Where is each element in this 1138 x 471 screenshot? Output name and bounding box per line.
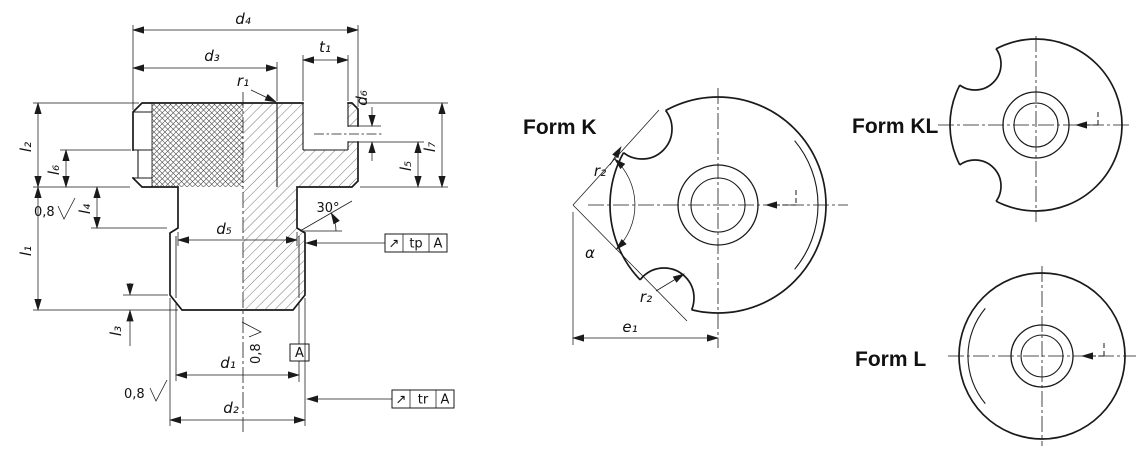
l4-label: l₄ bbox=[76, 204, 94, 214]
e1-label: e₁ bbox=[622, 318, 637, 336]
dimension-l7: l₇ bbox=[360, 102, 448, 188]
d2-label: d₂ bbox=[223, 399, 239, 417]
l7-label: l₇ bbox=[421, 142, 439, 152]
knob-section-view bbox=[131, 92, 382, 432]
dimension-l3: l₃ bbox=[107, 283, 168, 346]
view-direction-arrow-icon bbox=[1076, 112, 1099, 125]
l3-label: l₃ bbox=[107, 326, 125, 336]
tolerance-frame-tp: ↗ tp A bbox=[305, 233, 448, 253]
view-direction-arrow-icon bbox=[766, 190, 797, 205]
r2-label-top: r₂ bbox=[594, 162, 606, 180]
dimension-l2-l1-chain: l₂ l₁ bbox=[17, 102, 178, 311]
r2-label-bottom: r₂ bbox=[640, 288, 652, 306]
form-kl-title: Form KL bbox=[852, 115, 939, 138]
roughness-icon bbox=[57, 197, 76, 220]
form-k-view: Form K α r₂ r₂ e₁ bbox=[523, 88, 848, 348]
form-k-hub-bore bbox=[690, 177, 746, 233]
angle-30-label: 30° bbox=[316, 201, 339, 216]
view-direction-arrow-icon bbox=[1082, 343, 1105, 356]
form-kl-view: Form KL bbox=[852, 36, 1132, 222]
roughness-value: 0,8 bbox=[34, 205, 55, 220]
dimension-d5: d₅ bbox=[177, 220, 298, 246]
runout-symbol-icon: ↗ bbox=[389, 237, 400, 252]
dimension-e1: e₁ bbox=[572, 212, 719, 345]
surface-roughness-1: 0,8 bbox=[34, 197, 76, 220]
form-k-outer-circle bbox=[609, 96, 827, 314]
dimension-d2: d₂ bbox=[169, 298, 306, 426]
form-kl-notch-bottom bbox=[950, 159, 1002, 211]
tr-datum: A bbox=[441, 393, 450, 408]
form-kl-hub-bore bbox=[1013, 102, 1059, 148]
dimension-l6: l₆ bbox=[45, 149, 131, 188]
datum-feature-a: A bbox=[289, 343, 310, 362]
chamfer-angle-construction bbox=[299, 200, 353, 232]
form-l-view: Form L bbox=[855, 266, 1136, 446]
d4-label: d₄ bbox=[235, 10, 251, 28]
runout-symbol-icon: ↗ bbox=[396, 393, 407, 408]
dimension-t1: t₁ bbox=[302, 38, 349, 101]
dimension-d3: d₃ bbox=[132, 47, 278, 101]
form-kl-notch-top bbox=[950, 39, 1002, 91]
r1-label: r₁ bbox=[237, 72, 249, 90]
tp-datum: A bbox=[434, 237, 443, 252]
dimension-d4: d₄ bbox=[132, 10, 359, 110]
l5-label: l₅ bbox=[397, 161, 415, 171]
counterbore bbox=[302, 101, 349, 151]
form-l-outer-circle bbox=[958, 272, 1126, 440]
tp-value: tp bbox=[409, 237, 422, 252]
knurl-texture bbox=[152, 103, 243, 187]
l6-label: l₆ bbox=[45, 165, 63, 175]
dimension-d1: d₁ bbox=[175, 302, 300, 382]
alpha-label: α bbox=[585, 244, 595, 262]
t1-label: t₁ bbox=[319, 38, 331, 56]
dimension-l5: l₅ bbox=[360, 141, 448, 188]
form-kl-outer-circle bbox=[949, 38, 1123, 212]
roughness-value: 0,8 bbox=[249, 343, 264, 364]
d6-label: d₆ bbox=[353, 90, 371, 106]
tolerance-frame-tr: ↗ tr A bbox=[306, 389, 455, 409]
thread-root-lines bbox=[175, 236, 300, 298]
d1-label: d₁ bbox=[220, 354, 236, 372]
cross-hole bbox=[314, 125, 382, 143]
l1-label: l₁ bbox=[17, 246, 35, 256]
collar-groove bbox=[131, 111, 152, 179]
surface-roughness-3: 0,8 bbox=[124, 379, 168, 402]
surface-roughness-2: 0,8 bbox=[241, 321, 264, 364]
form-l-hub-bore bbox=[1020, 334, 1064, 378]
d3-label: d₃ bbox=[204, 47, 220, 65]
dimension-d6: d₆ bbox=[353, 90, 424, 161]
roughness-value: 0,8 bbox=[124, 387, 145, 402]
l2-label: l₂ bbox=[17, 142, 35, 152]
form-k-title: Form K bbox=[523, 116, 597, 139]
datum-a-label: A bbox=[295, 346, 304, 361]
d5-label: d₅ bbox=[216, 220, 232, 238]
tr-value: tr bbox=[418, 393, 429, 408]
dimension-r1: r₁ bbox=[237, 72, 277, 103]
dimension-l4: l₄ bbox=[76, 186, 167, 229]
roughness-icon bbox=[149, 379, 168, 402]
form-l-title: Form L bbox=[855, 348, 926, 371]
roughness-icon bbox=[241, 321, 262, 338]
